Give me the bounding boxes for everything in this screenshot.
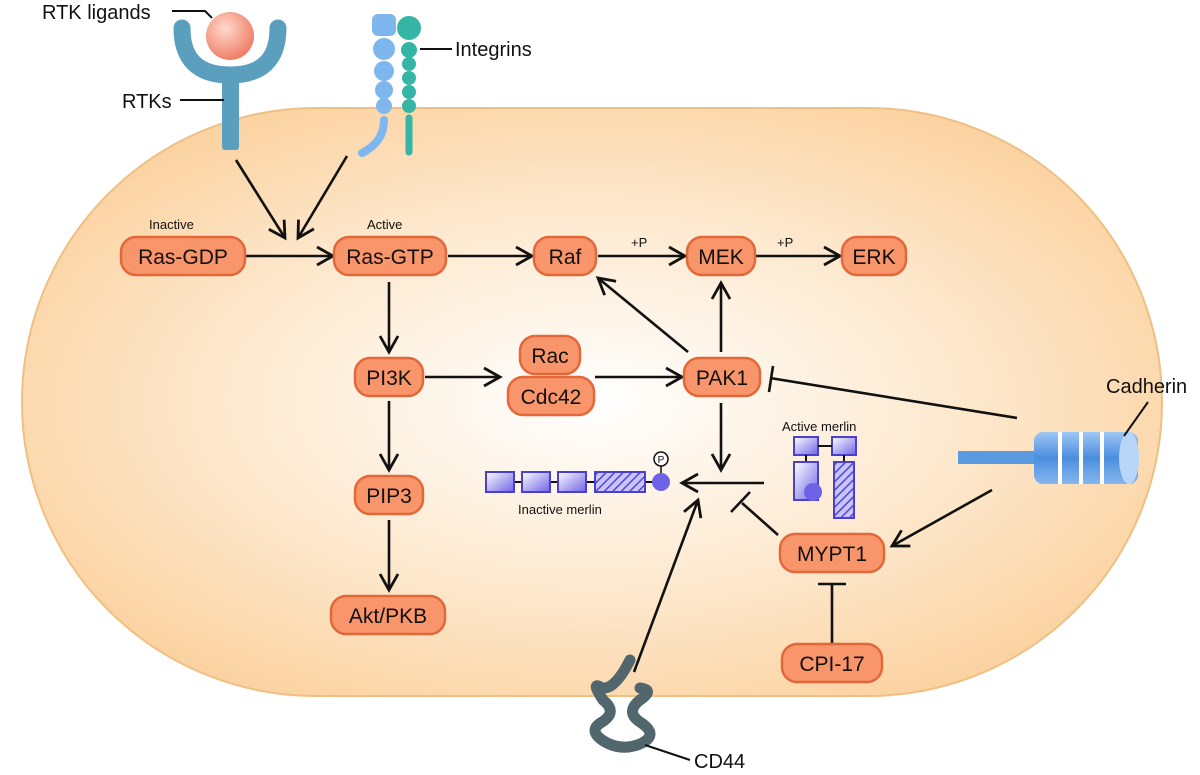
node-pi3k: PI3K (353, 356, 425, 398)
ras-gtp-text: Ras-GTP (346, 246, 434, 269)
inhibit-mypt1-merlin (741, 502, 779, 536)
phospho-label: P (658, 455, 665, 466)
rtks-label: RTKs (122, 91, 172, 113)
node-cdc42: Cdc42 (506, 375, 596, 417)
inactive-merlin (485, 451, 670, 493)
rtk-ligands-label: RTK ligands (42, 2, 151, 24)
arrow-pak1-to-raf (595, 276, 689, 354)
inactive-label: Inactive (149, 217, 194, 232)
active-merlin (793, 436, 857, 519)
rtk-receptor (173, 19, 287, 150)
raf-text: Raf (549, 246, 582, 269)
mypt1-text: MYPT1 (797, 543, 867, 566)
node-cpi17: CPI-17 (780, 642, 884, 684)
node-raf: Raf (532, 235, 598, 277)
node-pak1: PAK1 (682, 356, 762, 398)
arrow-cd44-to-merlin (632, 497, 703, 673)
pi3k-text: PI3K (366, 367, 412, 390)
pak1-text: PAK1 (696, 367, 748, 390)
node-ras-gtp: Ras-GTP (332, 235, 448, 277)
active-merlin-label: Active merlin (782, 419, 856, 434)
rtk-ligand (206, 12, 254, 60)
cd44-label: CD44 (694, 751, 745, 773)
node-mypt1: MYPT1 (778, 532, 886, 574)
mek-text: MEK (698, 246, 744, 269)
node-erk: ERK (840, 235, 908, 277)
cd44-receptor (589, 654, 656, 753)
arrow-rtk-to-ras (234, 159, 287, 241)
inhibit-cadherin-pak1 (769, 376, 1018, 420)
plus-p-label-mek-erk: +P (777, 235, 793, 250)
rac-text: Rac (531, 345, 568, 368)
cdc42-text: Cdc42 (521, 386, 582, 409)
akt-text: Akt/PKB (349, 605, 427, 628)
inactive-merlin-label: Inactive merlin (518, 502, 602, 517)
integrin-teal-subunit (397, 16, 421, 156)
arrow-integrin-to-ras (296, 155, 349, 241)
plus-p-label-raf-mek: +P (631, 235, 647, 250)
node-rac: Rac (518, 334, 582, 376)
pathway-arrows (234, 155, 1018, 673)
node-akt: Akt/PKB (329, 594, 447, 636)
integrins-label: Integrins (455, 39, 532, 61)
ras-gdp-text: Ras-GDP (138, 246, 228, 269)
inhibit-mypt1-merlin-bar (730, 491, 751, 513)
active-label: Active (367, 217, 402, 232)
node-mek: MEK (685, 235, 757, 277)
cadherin-label: Cadherin (1106, 376, 1187, 398)
pip3-text: PIP3 (366, 485, 412, 508)
arrow-cadherin-to-mypt1 (889, 488, 993, 548)
cadherin-receptor (958, 432, 1139, 484)
node-pip3: PIP3 (353, 474, 425, 516)
cpi17-text: CPI-17 (799, 653, 864, 676)
node-ras-gdp: Ras-GDP (119, 235, 247, 277)
erk-text: ERK (852, 246, 895, 269)
inhibit-cadherin-pak1-bar (767, 365, 775, 393)
integrin-blue-subunit (358, 14, 396, 157)
